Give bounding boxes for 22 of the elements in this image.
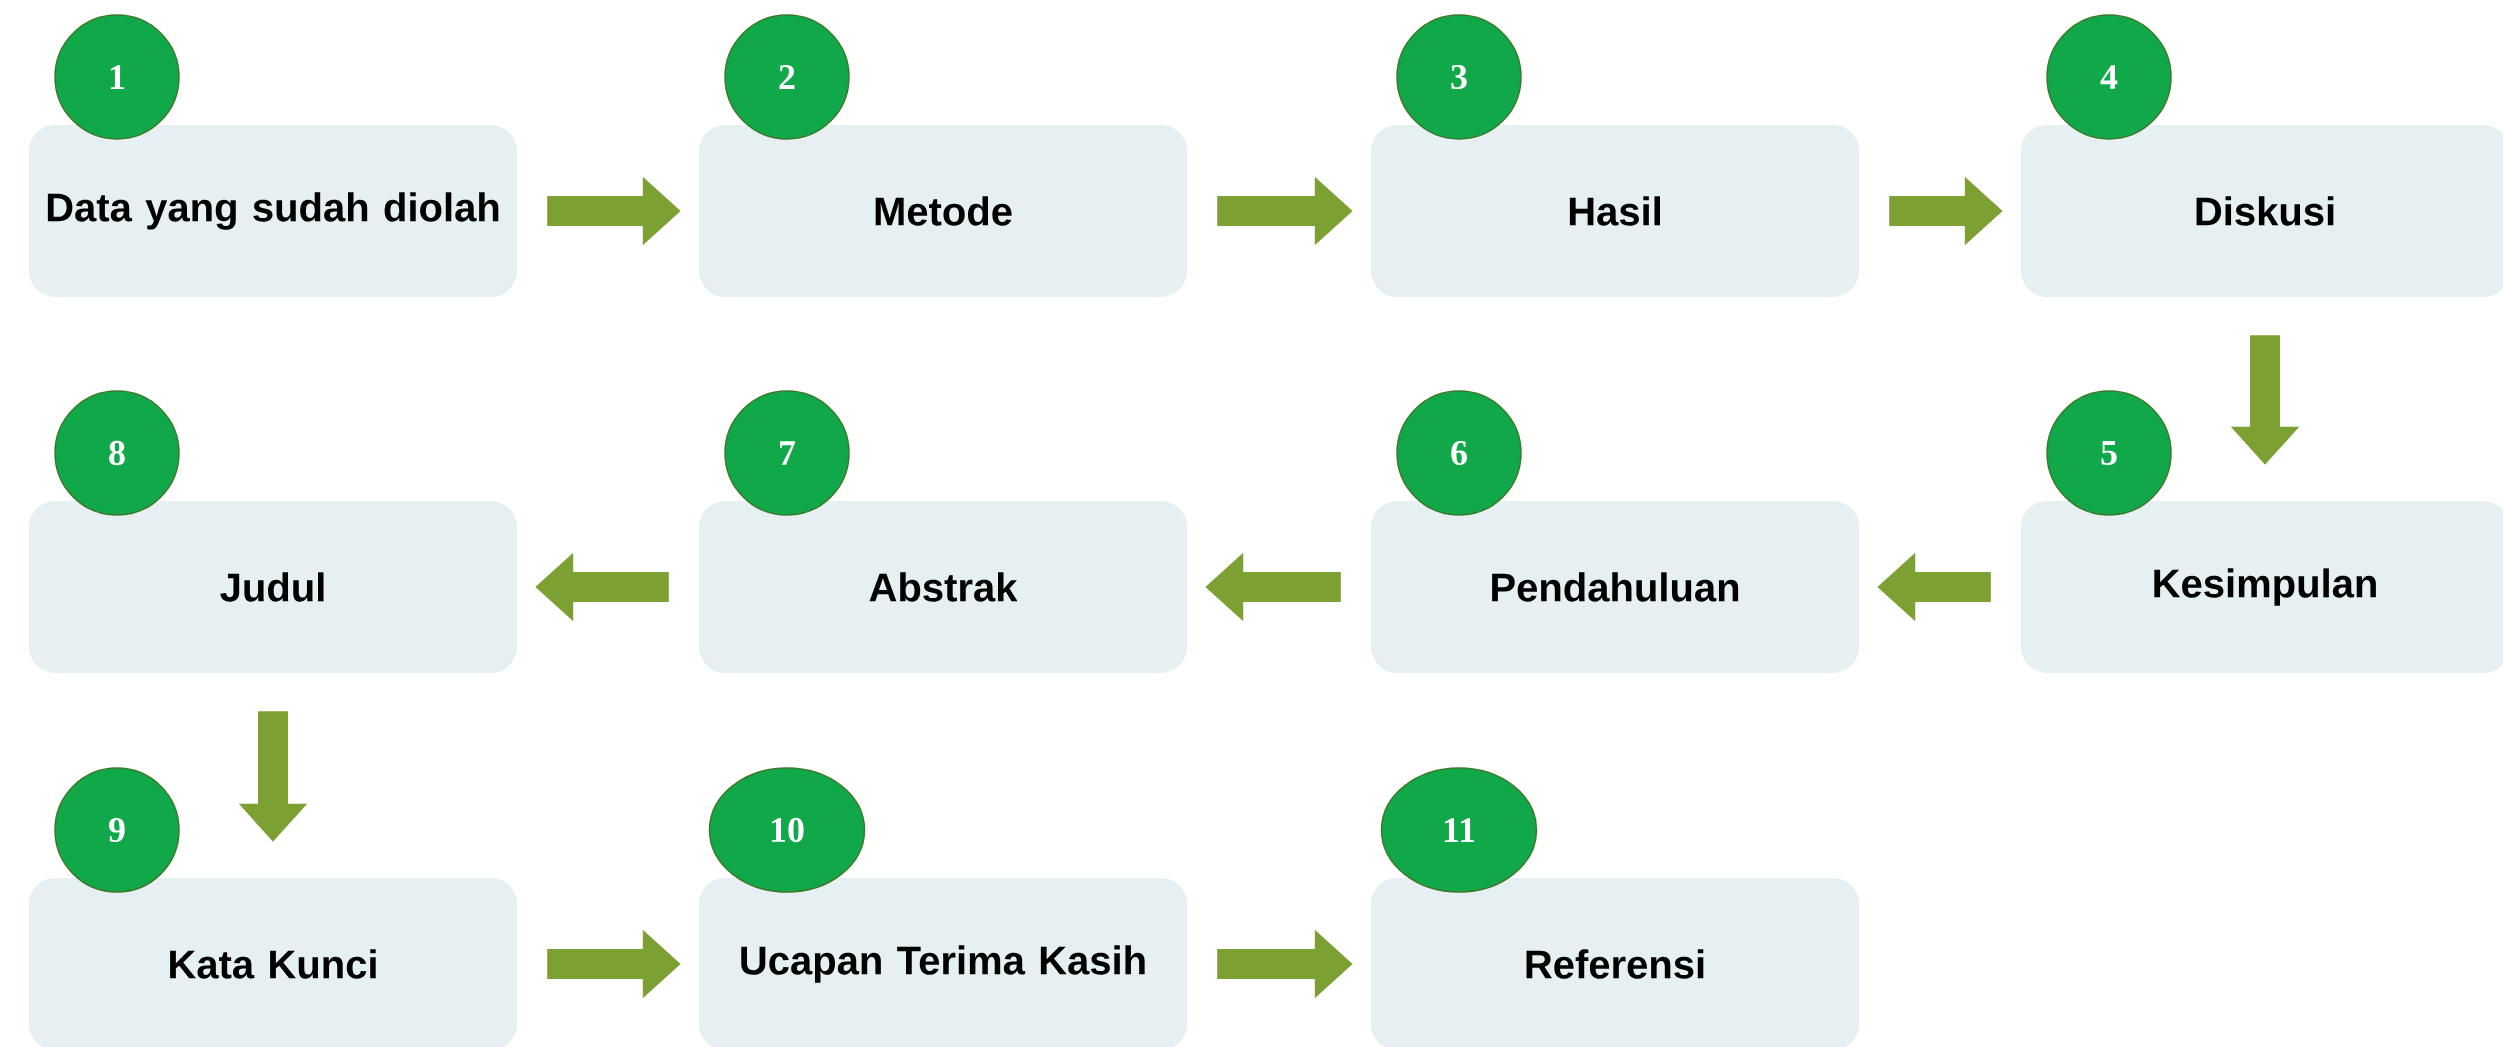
- process-box: Judul: [29, 501, 517, 673]
- process-box: Hasil: [1371, 125, 1859, 297]
- process-box: Data yang sudah diolah: [29, 125, 517, 297]
- number-badge: 6: [1396, 390, 1522, 516]
- process-box: Pendahuluan: [1371, 501, 1859, 673]
- number-badge: 2: [724, 14, 850, 140]
- number-badge: 11: [1380, 767, 1538, 893]
- number-badge: 5: [2046, 390, 2172, 516]
- process-box: Kesimpulan: [2021, 501, 2503, 673]
- number-badge: 8: [54, 390, 180, 516]
- number-badge: 10: [708, 767, 866, 893]
- number-badge: 3: [1396, 14, 1522, 140]
- process-box: Metode: [699, 125, 1187, 297]
- number-badge: 4: [2046, 14, 2172, 140]
- number-badge: 7: [724, 390, 850, 516]
- process-box: Diskusi: [2021, 125, 2503, 297]
- process-box: Abstrak: [699, 501, 1187, 673]
- process-box: Ucapan Terima Kasih: [699, 878, 1187, 1047]
- process-box: Kata Kunci: [29, 878, 517, 1047]
- number-badge: 9: [54, 767, 180, 893]
- number-badge: 1: [54, 14, 180, 140]
- process-box: Referensi: [1371, 878, 1859, 1047]
